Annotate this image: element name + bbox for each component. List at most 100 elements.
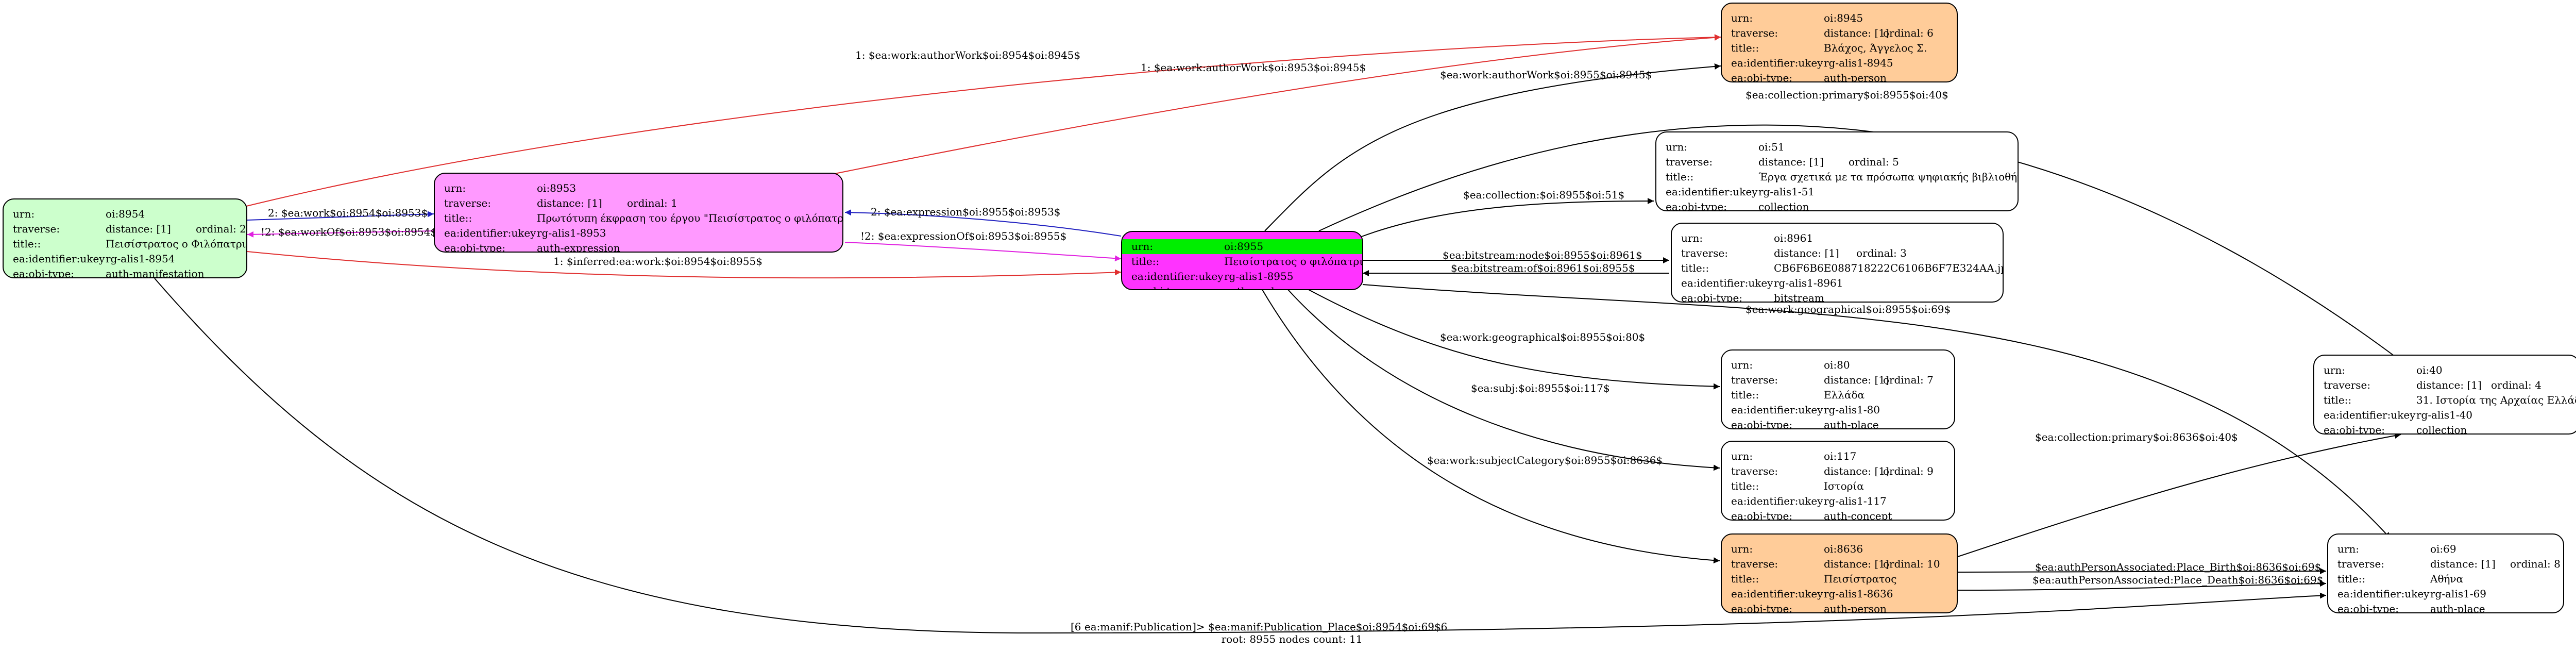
node-urn-row: urn:oi:8961 — [1681, 231, 2003, 246]
node-oi-40[interactable]: urn: oi:40 traverse: distance: [1] ordinal: … — [2313, 355, 2576, 435]
node-key: urn: — [2324, 364, 2346, 376]
node-value: oi:51 — [1758, 141, 1785, 153]
edge-publication-place-8954-69: [6 ea:manif:Publication]> $ea:manif:Publ… — [154, 278, 2327, 634]
edge-path — [1957, 432, 2401, 557]
node-objtype-row: ea:obj-type:auth-manifestation — [13, 266, 246, 277]
node-key: traverse: — [13, 223, 60, 235]
edge-place-birth-8636-69: $ea:authPersonAssociated:Place_Birth$oi:… — [1957, 561, 2327, 575]
node-key: urn: — [1731, 543, 1753, 555]
node-key: urn: — [1666, 141, 1688, 153]
node-traverse-row: traverse:distance: [1]ordinal: 8 — [2337, 557, 2563, 572]
node-value: oi:8953 — [537, 182, 577, 194]
edge-label: $ea:work:geographical$oi:8955$oi:80$ — [1440, 331, 1645, 343]
node-value: rg-alis1-40 — [2416, 409, 2473, 421]
edge-label: !2: $ea:workOf$oi:8953$oi:8954$ — [261, 226, 437, 238]
edge-path — [247, 251, 1122, 279]
node-ordinal: ordinal: 3 — [1856, 247, 1907, 259]
node-key: ea:identifier:ukey — [1731, 57, 1823, 69]
node-key: title:: — [1731, 42, 1759, 54]
node-urn-row: urn:oi:8954 — [13, 207, 246, 222]
node-objtype-row: ea:obj-type:collection — [1666, 199, 2018, 210]
node-ordinal: ordinal: 4 — [2491, 379, 2541, 391]
node-ordinal: ordinal: 10 — [1883, 558, 1940, 570]
node-value: oi:40 — [2416, 364, 2443, 376]
edge-path — [1957, 580, 2327, 591]
node-key: urn: — [444, 182, 466, 194]
node-urn-row: urn:oi:80 — [1731, 358, 1954, 373]
node-key: ea:identifier:ukey — [1681, 277, 1773, 289]
node-value: distance: [1] — [1824, 374, 1889, 386]
edge-path — [844, 209, 1122, 237]
node-title-row: title::Πρωτότυπη έκφραση του έργου "Πεισ… — [444, 211, 842, 226]
node-key: ea:identifier:ukey — [13, 253, 105, 265]
edge-label: $ea:collection:$oi:8955$oi:51$ — [1463, 189, 1624, 201]
edge-label: [6 ea:manif:Publication]> $ea:manif:Publ… — [1071, 621, 1447, 633]
edge-expression-8955-8953: 2: $ea:expression$oi:8955$oi:8953$ — [844, 206, 1122, 237]
node-value: oi:80 — [1824, 359, 1850, 371]
node-objtype-row: ea:obj-type:auth-work — [1131, 284, 1362, 289]
node-key: ea:identifier:ukey — [2337, 588, 2430, 600]
node-traverse-row: traverse:distance: [1]ordinal: 3 — [1681, 246, 2003, 261]
node-value: rg-alis1-8953 — [537, 227, 606, 239]
edge-collection-8955-51: $ea:collection:$oi:8955$oi:51$ — [1360, 189, 1654, 238]
node-key: ea:obj-type: — [2324, 424, 2385, 435]
node-value: rg-alis1-8636 — [1824, 588, 1893, 600]
node-key: ea:obj-type: — [444, 242, 506, 253]
edge-path — [246, 34, 1721, 207]
node-urn-row: urn: oi:51 — [1666, 140, 2018, 155]
node-title-row: title::Πεισίστρατος ο φιλόπατρις — [1131, 254, 1362, 269]
edge-label: 1: $inferred:ea:work:$oi:8954$oi:8955$ — [553, 255, 762, 268]
edge-bitstream-of-8961-8955: $ea:bitstream:of$oi:8961$oi:8955$ — [1363, 262, 1669, 276]
node-key: ea:identifier:ukey — [1731, 588, 1823, 600]
node-value: distance: [1] — [106, 223, 171, 235]
node-objtype-row: ea:obj-type:auth-place — [2337, 602, 2563, 612]
edge-subjectcategory-8955-8636: $ea:work:subjectCategory$oi:8955$oi:8636… — [1262, 289, 1720, 564]
node-key: traverse: — [2324, 379, 2371, 391]
node-value: rg-alis1-69 — [2430, 588, 2487, 600]
node-value: Έργα σχετικά με τα πρόσωπα ψηφιακής βιβλ… — [1758, 171, 2019, 183]
node-value: distance: [1] — [2416, 379, 2482, 391]
node-traverse-row: traverse:distance: [1]ordinal: 7 — [1731, 373, 1954, 388]
node-oi-8953[interactable]: urn: oi:8953 traverse:distance: [1]ordinal… — [434, 173, 843, 253]
node-objtype-row: ea:obj-type:bitstream — [1681, 291, 2003, 302]
node-title-row: title::Ελλάδα — [1731, 388, 1954, 403]
node-key: ea:identifier:ukey — [1731, 404, 1823, 416]
edge-path — [834, 34, 1721, 174]
edge-place-death-8636-69: $ea:authPersonAssociated:Place_Death$oi:… — [1957, 574, 2327, 591]
edge-label: $ea:subj:$oi:8955$oi:117$ — [1471, 382, 1610, 394]
node-urn-row: urn:oi:117 — [1731, 449, 1954, 464]
node-key: ea:obj-type: — [1731, 510, 1793, 521]
node-value: distance: [1] — [1774, 247, 1839, 259]
node-value: Ελλάδα — [1824, 389, 1865, 401]
node-value: oi:8961 — [1774, 232, 1814, 244]
edge-label: !2: $ea:expressionOf$oi:8953$oi:8955$ — [860, 230, 1066, 242]
node-key: title:: — [444, 212, 472, 224]
node-traverse-row: traverse:distance: [1]ordinal: 2 — [13, 222, 246, 237]
node-ordinal: ordinal: 8 — [2510, 558, 2561, 570]
node-key: traverse: — [1731, 27, 1778, 39]
graph-footer: root: 8955 nodes count: 11 — [1221, 633, 1363, 645]
edge-label: $ea:work:geographical$oi:8955$oi:69$ — [1745, 303, 1951, 315]
node-key: ea:obj-type: — [1131, 284, 1193, 289]
node-key: ea:obj-type: — [1731, 419, 1793, 429]
edge-path — [1318, 124, 2401, 361]
node-urn-row: urn:oi:8636 — [1731, 542, 1957, 557]
node-value: auth-person — [1824, 603, 1887, 613]
node-key: ea:identifier:ukey — [1131, 270, 1224, 282]
edge-label: 1: $ea:work:authorWork$oi:8954$oi:8945$ — [855, 49, 1080, 61]
node-traverse-row: traverse:distance: [1]ordinal: 1 — [444, 196, 842, 211]
